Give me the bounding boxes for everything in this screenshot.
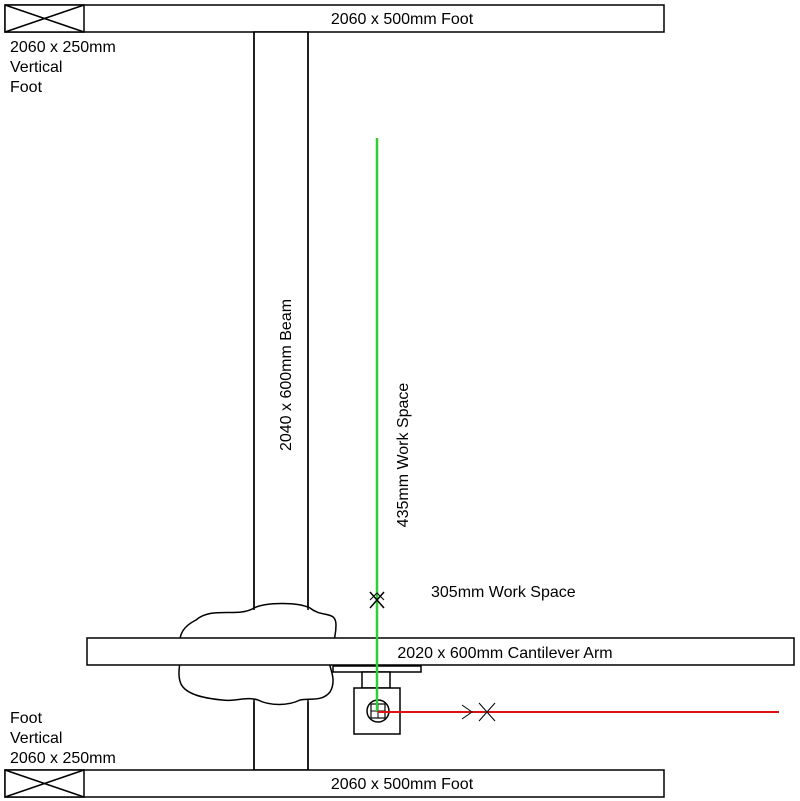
top-vertical-foot-line-2: Vertical: [10, 59, 62, 76]
bottom-vertical-foot-label: Foot Vertical 2060 x 250mm: [10, 710, 116, 767]
top-vertical-foot-label: 2060 x 250mm Vertical Foot: [10, 39, 120, 96]
bottom-vertical-foot-line-2: Vertical: [10, 730, 62, 747]
horizontal-work-space-label: 305mm Work Space: [431, 584, 576, 601]
bottom-vertical-foot-line-3: 2060 x 250mm: [10, 750, 116, 767]
vertical-work-space-label: 435mm Work Space: [395, 383, 412, 528]
vertical-work-space: 435mm Work Space: [369, 138, 412, 711]
top-vertical-foot-symbol: [4, 4, 85, 33]
cantilever-arm: 2020 x 600mm Cantilever Arm: [86, 637, 795, 666]
horizontal-arrow-icon: [461, 704, 473, 720]
cantilever-arm-label: 2020 x 600mm Cantilever Arm: [397, 645, 612, 662]
bottom-foot-label: 2060 x 500mm Foot: [331, 776, 474, 793]
horizontal-work-space: 305mm Work Space: [378, 584, 779, 722]
bottom-foot-bar: [4, 769, 665, 798]
top-vertical-foot-line-1: 2060 x 250mm: [10, 39, 116, 56]
top-foot: 2060 x 500mm Foot: [4, 4, 665, 33]
bottom-vertical-foot-line-1: Foot: [10, 710, 43, 727]
beam-label: 2040 x 600mm Beam: [278, 299, 295, 451]
cantilever-arm-bar: [86, 637, 795, 666]
top-foot-label: 2060 x 500mm Foot: [331, 11, 474, 28]
bottom-foot: 2060 x 500mm Foot: [4, 769, 665, 798]
bottom-vertical-foot-symbol: [4, 769, 85, 798]
top-vertical-foot-line-3: Foot: [10, 79, 43, 96]
